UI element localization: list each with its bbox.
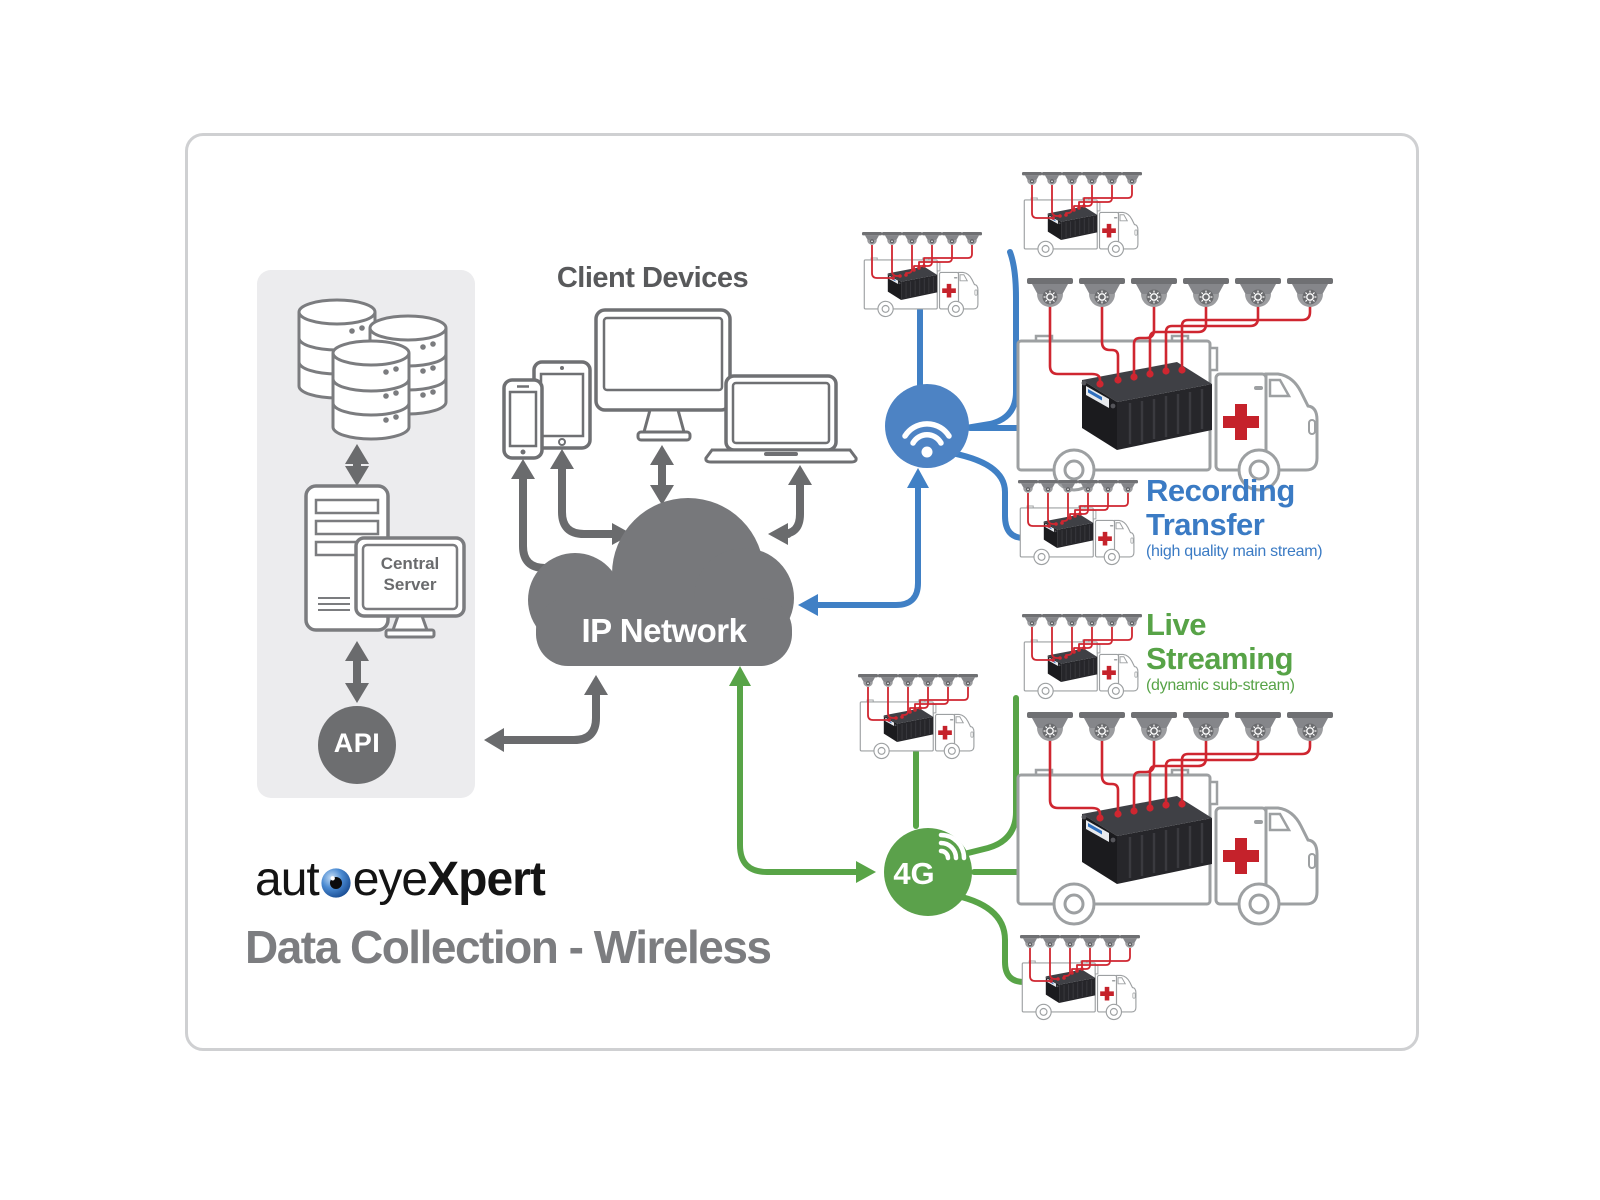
live-ambulance-small-2 bbox=[1022, 614, 1142, 699]
live-ambulance-small-3 bbox=[1020, 935, 1140, 1020]
recording-ambulance-large bbox=[1018, 278, 1333, 490]
live-streaming-arrowheads bbox=[729, 666, 876, 883]
tablet-icon bbox=[532, 360, 592, 450]
live-ambulance-small-1 bbox=[858, 674, 978, 759]
cellular-4g-icon bbox=[884, 828, 972, 916]
database-stack-icon bbox=[297, 298, 448, 441]
recording-ambulance-small-3 bbox=[1018, 480, 1138, 565]
live-ambulance-large bbox=[1018, 712, 1333, 924]
ip-network-label: IP Network bbox=[581, 612, 747, 649]
recording-transfer-title: Recording Transfer bbox=[1146, 473, 1406, 543]
live-streaming-links bbox=[737, 681, 1035, 985]
central-server-line1: Central bbox=[380, 554, 440, 573]
laptop-icon bbox=[704, 374, 858, 464]
live-title-line1: Live bbox=[1146, 607, 1207, 642]
eye-icon bbox=[321, 867, 351, 898]
live-streaming-title: Live Streaming bbox=[1146, 607, 1406, 677]
api-label: API bbox=[333, 728, 381, 758]
recording-ambulance-small-2 bbox=[1022, 172, 1142, 257]
recording-transfer-subtitle: (high quality main stream) bbox=[1146, 543, 1323, 560]
gray-arrowheads bbox=[345, 444, 812, 752]
logo-part1: aut bbox=[255, 853, 320, 906]
central-server-icon bbox=[304, 484, 466, 639]
recording-title-line2: Transfer bbox=[1146, 507, 1265, 543]
recording-ambulance-small-1 bbox=[862, 232, 982, 317]
logo-part2: eye bbox=[352, 853, 428, 906]
cellular-4g-label: 4G bbox=[893, 856, 935, 891]
central-server-label: Central Server bbox=[362, 553, 458, 596]
ip-network-cloud bbox=[528, 498, 794, 666]
recording-transfer-arrowheads bbox=[798, 468, 929, 616]
central-server-line2: Server bbox=[383, 575, 437, 595]
desktop-monitor-icon bbox=[594, 308, 732, 442]
smartphone-icon bbox=[502, 378, 544, 460]
client-devices-heading: Client Devices bbox=[556, 262, 749, 294]
live-streaming-subtitle: (dynamic sub-stream) bbox=[1146, 677, 1295, 694]
live-title-line2: Streaming bbox=[1146, 641, 1294, 677]
recording-title-line1: Recording bbox=[1146, 473, 1295, 508]
wifi-icon bbox=[885, 384, 969, 468]
diagram-title: Data Collection - Wireless bbox=[245, 921, 772, 973]
recording-transfer-links bbox=[811, 249, 1035, 608]
api-circle bbox=[318, 706, 396, 784]
logo-part3: Xpert bbox=[427, 853, 546, 906]
